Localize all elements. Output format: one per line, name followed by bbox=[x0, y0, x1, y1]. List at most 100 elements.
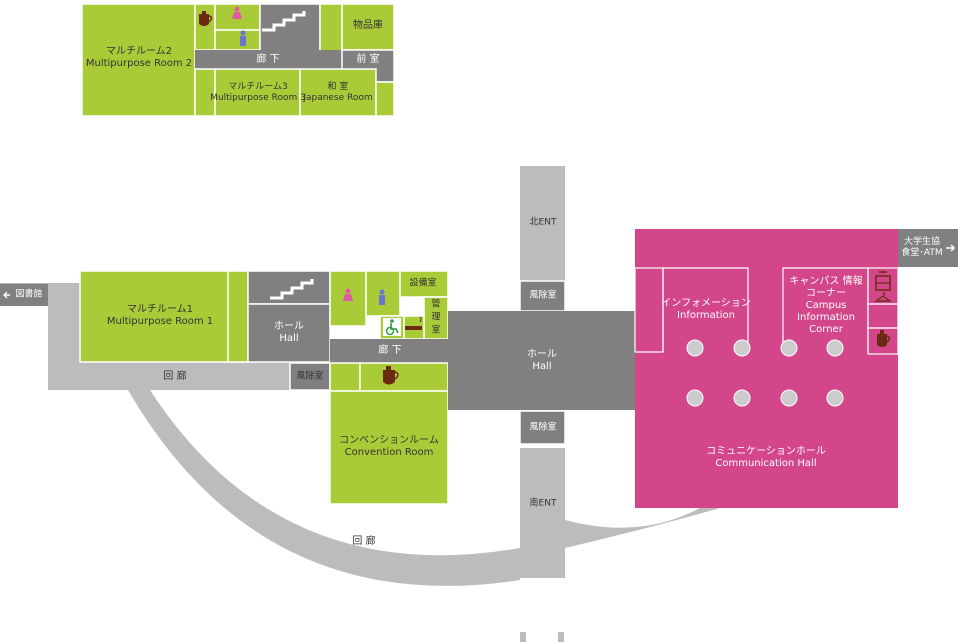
label-en: Hall bbox=[532, 361, 552, 372]
table bbox=[686, 389, 704, 407]
label-en: Communication Hall bbox=[715, 458, 817, 469]
table bbox=[780, 389, 798, 407]
room-multipurpose-1 bbox=[79, 270, 249, 363]
corridor-top bbox=[195, 50, 342, 69]
table bbox=[780, 339, 798, 357]
label-en: Multipurpose Room 1 bbox=[106, 316, 214, 327]
communication-hall-block bbox=[634, 229, 899, 508]
library-link-box[interactable] bbox=[0, 284, 48, 306]
label-library-link[interactable]: 図書館 bbox=[15, 289, 43, 300]
arrow-left-icon bbox=[3, 291, 10, 299]
tables bbox=[686, 339, 844, 407]
label-jp: マルチルーム3 bbox=[228, 82, 288, 92]
label-communication-hall: コミュニケーションホール Communication Hall bbox=[706, 446, 826, 470]
coffee-icon bbox=[199, 11, 213, 26]
locker-icon bbox=[875, 271, 891, 291]
stairs-icon bbox=[262, 11, 306, 32]
label-convention: コンベンションルーム Convention Room bbox=[339, 435, 439, 459]
label-corridor-main: 廊 下 bbox=[378, 345, 402, 356]
coffee-corner bbox=[359, 362, 449, 392]
label-jp: 和 室 bbox=[327, 82, 349, 92]
room-cell bbox=[227, 270, 249, 363]
label-jp: マルチルーム1 bbox=[126, 304, 194, 315]
windbreak-north bbox=[519, 280, 566, 312]
table bbox=[733, 339, 751, 357]
label-en: Multipurpose Room 2 bbox=[85, 58, 193, 69]
main-floor-rooms bbox=[79, 270, 449, 505]
room-cell bbox=[319, 3, 343, 53]
hall-small bbox=[247, 303, 331, 363]
label-en: Information bbox=[797, 312, 855, 323]
stairs-main bbox=[247, 270, 331, 305]
label-south-ent: 南ENT bbox=[529, 498, 557, 509]
door-mark bbox=[520, 632, 526, 642]
hall-center bbox=[448, 311, 635, 410]
label-en: Campus bbox=[805, 300, 847, 311]
corridor-main bbox=[330, 339, 448, 363]
door-mark bbox=[558, 632, 564, 642]
label-jp: コンベンションルーム bbox=[339, 435, 439, 446]
cloister-curve-west bbox=[128, 390, 520, 586]
cloister-curve-east bbox=[565, 508, 720, 548]
label-line2: 食堂･ATM bbox=[901, 248, 943, 258]
label-en: Multipurpose Room 3 bbox=[210, 93, 306, 103]
room-convention bbox=[329, 390, 449, 505]
label-cloister-lower: 回 廊 bbox=[352, 536, 376, 547]
male-restroom-icon bbox=[240, 30, 246, 46]
cloister-west bbox=[0, 283, 290, 390]
label-line1: 大学生協 bbox=[903, 237, 941, 247]
label-jp: コミュニケーションホール bbox=[706, 446, 826, 457]
windbreak-south bbox=[519, 410, 566, 445]
room-equipment bbox=[399, 270, 449, 298]
arrow-right-icon bbox=[946, 244, 955, 252]
information-outline bbox=[662, 267, 749, 352]
female-restroom-icon bbox=[232, 6, 242, 19]
wheelchair-icon bbox=[383, 318, 401, 336]
label-jp: ホール bbox=[527, 349, 557, 360]
restroom-male-top bbox=[214, 29, 261, 51]
label-corridor-top: 廊 下 bbox=[256, 54, 280, 65]
label-en: Hall bbox=[279, 333, 299, 344]
label-north-ent: 北ENT bbox=[529, 217, 557, 228]
center-hall bbox=[448, 280, 635, 445]
coffee-corner-east bbox=[867, 327, 899, 355]
label-jp: インフォメーション bbox=[661, 298, 751, 309]
table bbox=[686, 339, 704, 357]
room-multipurpose-2 bbox=[81, 3, 196, 117]
communication-hall bbox=[635, 229, 898, 508]
female-restroom-icon bbox=[343, 288, 353, 301]
label-en: Corner bbox=[809, 324, 843, 335]
label-coop-link[interactable]: 大学生協 食堂･ATM bbox=[901, 237, 942, 259]
label-en: Information bbox=[677, 310, 735, 321]
coffee-icon bbox=[877, 330, 891, 347]
label-anteroom: 前 室 bbox=[356, 54, 380, 65]
table bbox=[826, 339, 844, 357]
label-management: 管理室 bbox=[431, 299, 441, 336]
label-information: インフォメーション Information bbox=[661, 298, 751, 322]
label-hall-center: ホール Hall bbox=[527, 349, 557, 373]
label-windbreak-north: 風除室 bbox=[529, 290, 557, 301]
room-japanese bbox=[299, 68, 377, 117]
label-japanese-room: 和 室 Japanese Room bbox=[303, 82, 372, 104]
room-cell bbox=[329, 362, 361, 392]
corridor-south-ent bbox=[520, 448, 565, 578]
label-campus-corner: キャンパス 情報コーナー Campus Information Corner bbox=[786, 276, 866, 336]
label-jp: キャンパス 情報コーナー bbox=[789, 276, 863, 299]
label-windbreak-south: 風除室 bbox=[529, 422, 557, 433]
label-hall-small: ホール Hall bbox=[274, 321, 304, 345]
stairs-top bbox=[259, 3, 321, 53]
coffee-icon bbox=[383, 366, 399, 385]
room-cell bbox=[194, 3, 216, 51]
table bbox=[733, 389, 751, 407]
stairs-icon bbox=[270, 279, 314, 300]
table bbox=[826, 389, 844, 407]
hanger-icon bbox=[874, 292, 892, 302]
label-en: Convention Room bbox=[344, 447, 434, 458]
label-en: Japanese Room bbox=[303, 93, 373, 103]
label-multipurpose-1: マルチルーム1 Multipurpose Room 1 bbox=[107, 304, 213, 328]
smoking-icon bbox=[405, 316, 422, 330]
label-storage: 物品庫 bbox=[353, 20, 383, 31]
male-restroom-icon bbox=[379, 289, 385, 305]
label-windbreak-west: 風除室 bbox=[296, 371, 324, 382]
